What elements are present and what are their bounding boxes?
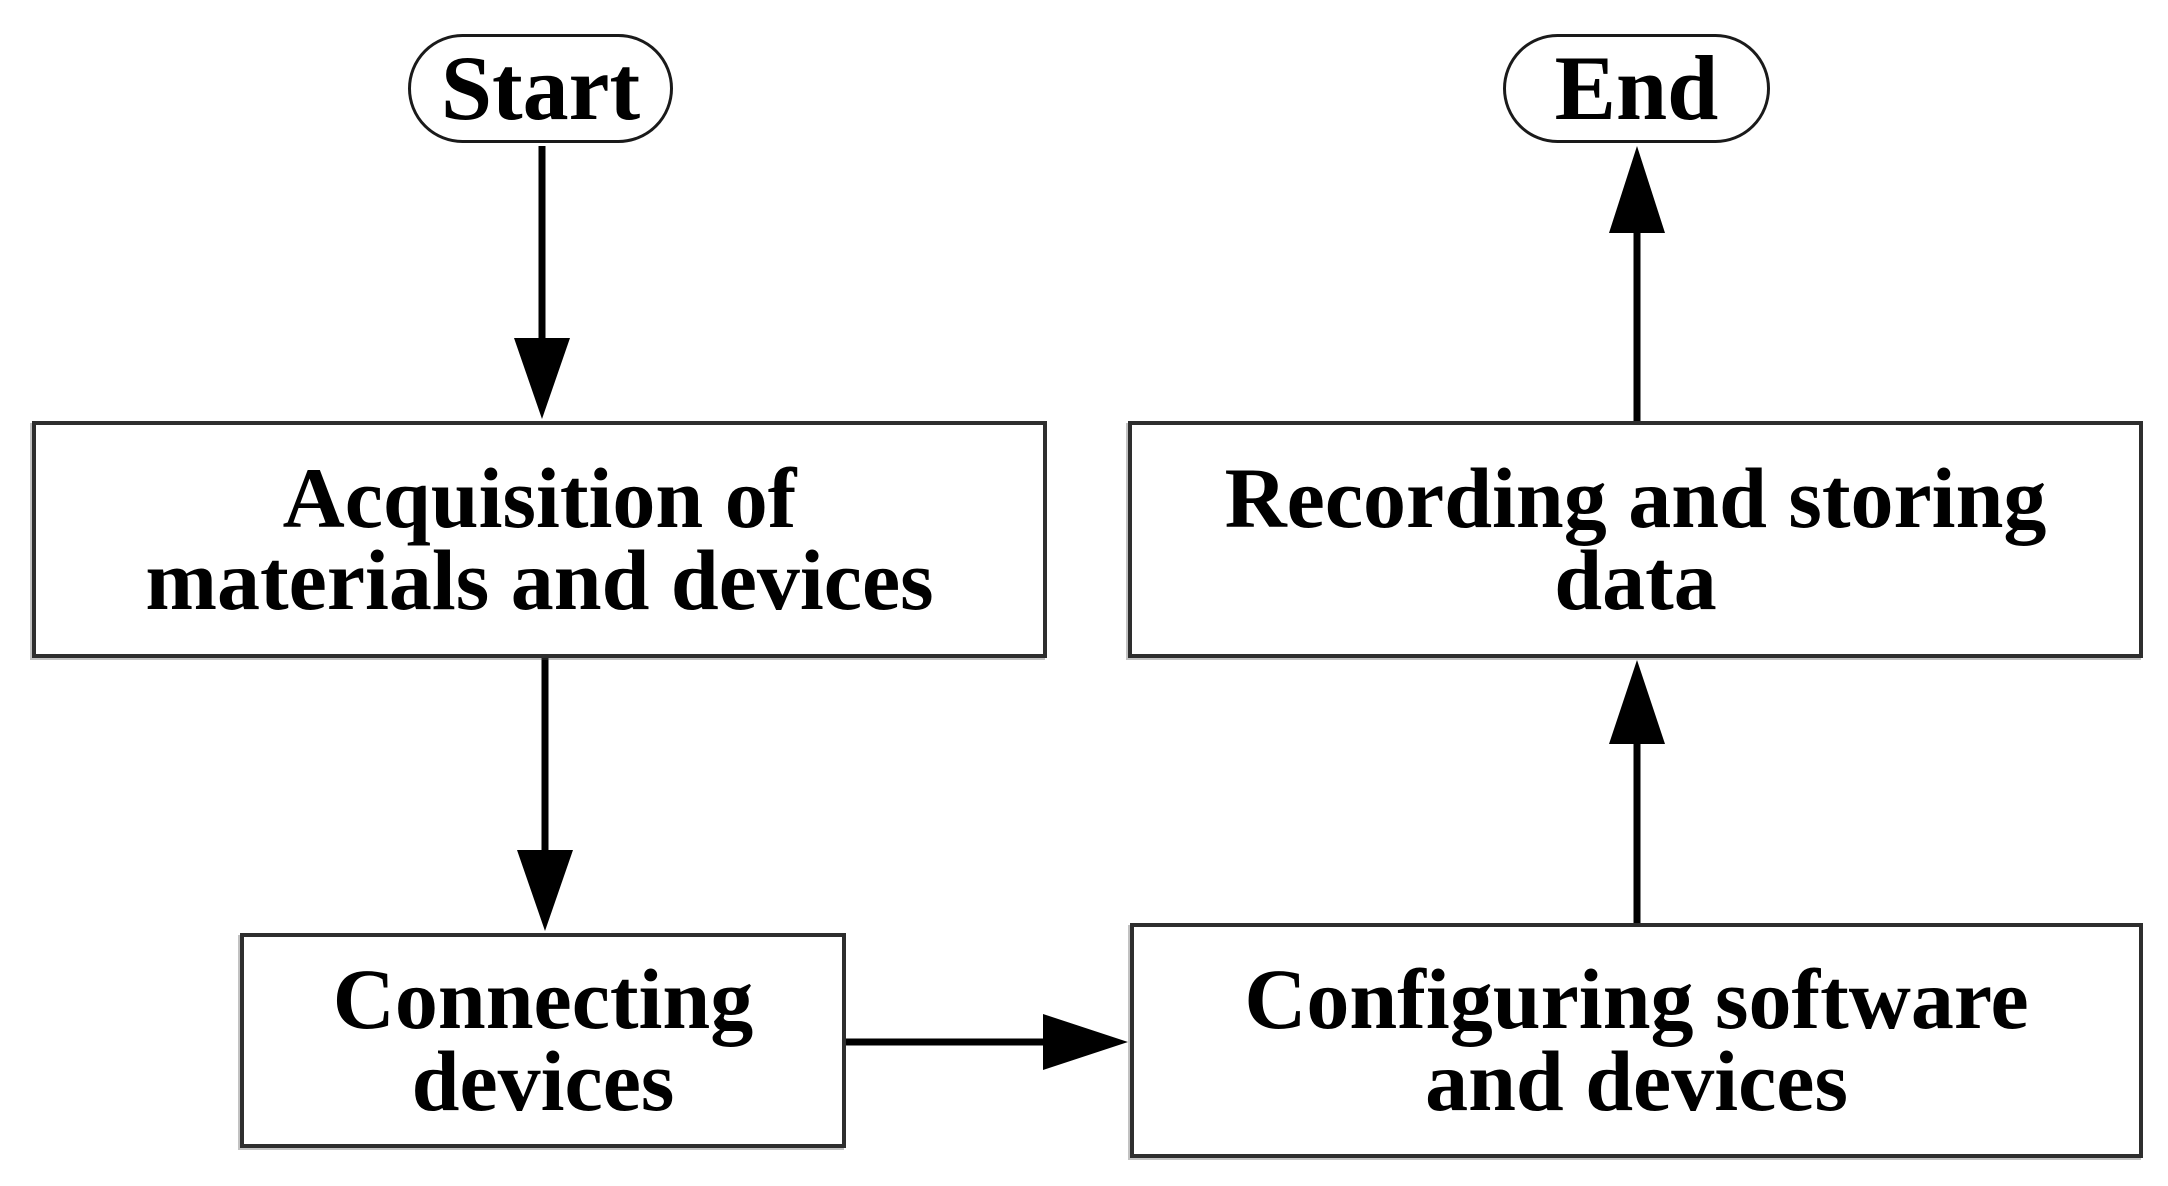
- process-box-acquisition: Acquisition of materials and devices: [32, 421, 1047, 658]
- arrow-recording-to-end: [1609, 146, 1665, 423]
- process-box-configuring-label: Configuring software and devices: [1244, 950, 2029, 1129]
- terminator-start-label: Start: [440, 36, 641, 139]
- arrow-configuring-to-recording: [1609, 660, 1665, 925]
- process-box-connecting: Connecting devices: [240, 933, 846, 1148]
- process-box-recording: Recording and storing data: [1128, 421, 2143, 658]
- terminator-start: Start: [408, 34, 673, 143]
- arrowhead-right-icon: [1043, 1014, 1128, 1070]
- arrowhead-down-icon: [514, 338, 570, 419]
- arrow-start-to-acquisition: [514, 146, 570, 419]
- arrowhead-down-icon: [517, 850, 573, 931]
- arrow-connecting-to-configuring: [844, 1014, 1128, 1070]
- process-box-configuring: Configuring software and devices: [1130, 923, 2143, 1158]
- arrowhead-up-icon: [1609, 146, 1665, 233]
- process-box-recording-label: Recording and storing data: [1224, 449, 2047, 628]
- terminator-end-label: End: [1554, 36, 1719, 139]
- process-box-acquisition-label: Acquisition of materials and devices: [145, 449, 934, 628]
- process-box-connecting-label: Connecting devices: [332, 950, 754, 1129]
- terminator-end: End: [1503, 34, 1770, 143]
- arrow-acquisition-to-connecting: [517, 656, 573, 931]
- arrowhead-up-icon: [1609, 660, 1665, 744]
